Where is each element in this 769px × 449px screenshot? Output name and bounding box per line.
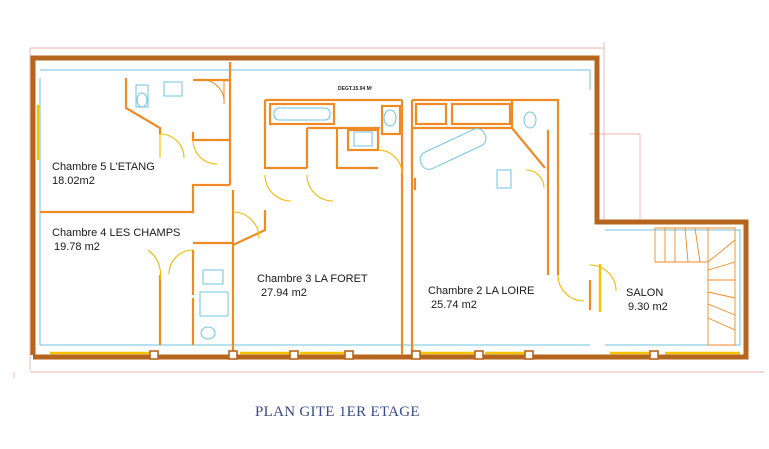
staircase	[654, 227, 736, 346]
guide-lines	[13, 42, 764, 378]
plan-title: PLAN GITE 1ER ETAGE	[255, 404, 420, 420]
fixtures	[135, 81, 537, 340]
room-area: 27.94 m2	[261, 287, 307, 299]
room-name: Chambre 4 LES CHAMPS	[52, 227, 181, 239]
outer-walls	[30, 55, 749, 360]
bath-tubs	[199, 79, 487, 170]
room-name: SALON	[626, 287, 664, 299]
windows	[36, 105, 740, 355]
room-label-chambre-2: Chambre 2 LA LOIRE 25.74 m2	[428, 284, 534, 312]
room-label-chambre-4: Chambre 4 LES CHAMPS 19.78 m2	[52, 226, 180, 254]
room-label-chambre-3: Chambre 3 LA FORET 27.94 m2	[257, 272, 368, 300]
inner-walls	[40, 62, 592, 355]
room-area: 25.74 m2	[431, 299, 477, 311]
room-area: 18.02m2	[52, 175, 95, 187]
room-name: Chambre 3 LA FORET	[257, 273, 368, 285]
door-swings	[147, 133, 617, 302]
wall-stubs	[149, 350, 659, 360]
room-label-salon: SALON 9.30 m2	[626, 286, 668, 314]
room-area: 19.78 m2	[54, 241, 100, 253]
room-name: Chambre 2 LA LOIRE	[428, 285, 535, 297]
room-label-chambre-5: Chambre 5 L'ETANG 18.02m2	[52, 160, 155, 188]
degagement-area-note: DEGT.15.94 M²	[338, 86, 373, 92]
room-area: 9.30 m2	[628, 301, 668, 313]
room-name: Chambre 5 L'ETANG	[52, 161, 155, 173]
